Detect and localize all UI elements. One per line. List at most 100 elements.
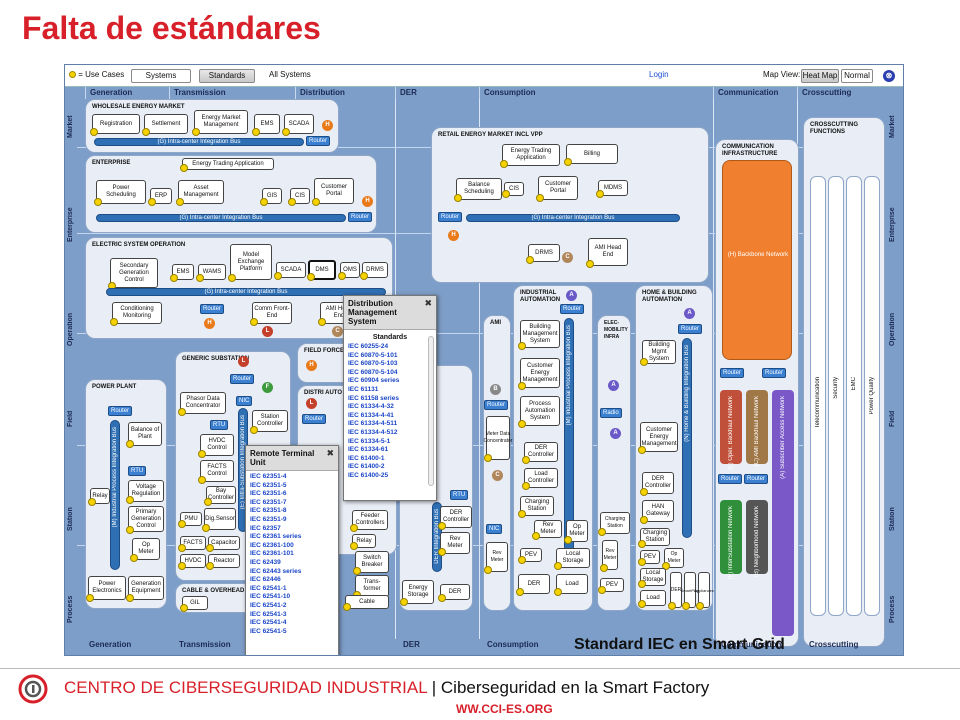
standard-link[interactable]: IEC 61334-5-1 [348,437,391,445]
system-scada[interactable]: SCADA [282,114,314,136]
integration-bus[interactable]: (G) Intra-center Integration Bus [94,138,304,146]
system-pev[interactable]: PEV [638,550,660,566]
router[interactable]: Router [762,368,787,378]
system-power-scheduling[interactable]: Power Scheduling [94,180,146,206]
standard-link[interactable]: IEC 61400-25 [348,471,389,479]
system-charging-station[interactable]: Charging Station [598,512,630,536]
system-power-electronics[interactable]: Power Electronics [86,576,126,602]
panel-retail-energy-market[interactable]: RETAIL ENERGY MARKET INCL VPP Energy Tra… [431,127,709,283]
backbone-network[interactable]: (H) Backbone Network [722,160,792,360]
panel-enterprise[interactable]: ENTERPRISE Energy Trading Application Po… [85,155,377,233]
system-wams[interactable]: WAMS [196,264,226,282]
system-rev-meter[interactable]: Rev Meter [532,520,562,540]
system-energy-market-management[interactable]: Energy Market Management [192,110,248,136]
router[interactable]: Router [306,136,331,146]
system-primary-generation-control[interactable]: Primary Generation Control [126,506,164,534]
integration-bus[interactable]: (M) Industrial Process Integration Bus [110,420,120,570]
rtu[interactable]: RTU [450,490,469,500]
standard-link[interactable]: IEC 61400-1 [348,454,385,462]
standard-link[interactable]: IEC 62351-5 [250,481,287,489]
system-load[interactable]: Load [554,574,588,596]
oper-backhaul-network[interactable]: (L) Oper. Backhaul Network [720,390,742,470]
radio[interactable]: Radio [600,408,622,418]
standard-link[interactable]: IEC 62541-10 [250,593,291,601]
system-oms[interactable]: OMS [338,262,360,280]
neighborhood-network[interactable]: (B) Neighborhood Network [746,500,768,577]
system-facts[interactable]: FACTS [178,536,206,552]
system-smartplug[interactable]: SmartPlug [681,572,699,610]
close-icon[interactable]: ⊗ [883,70,895,82]
standard-link[interactable]: IEC 61334-4-512 [348,428,398,436]
standard-link[interactable]: IEC 60904 series [348,377,400,385]
panel-electric-system-operation[interactable]: ELECTRIC SYSTEM OPERATION Secondary Gene… [85,237,393,339]
system-billing[interactable]: Billing [564,144,618,166]
scrollbar[interactable] [428,336,434,486]
panel-ami[interactable]: AMI B Router Meter Data Concentrator C N… [483,315,512,611]
panel-industrial-automation[interactable]: INDUSTRIAL AUTOMATION A Router (M) Indus… [513,285,593,611]
system-relay[interactable]: Relay [88,488,110,506]
panel-crosscutting-functions[interactable]: CROSSCUTTING FUNCTIONS Telecommunication… [803,117,885,647]
standards-button[interactable]: Standards [199,69,255,83]
system-station-controller[interactable]: Station Controller [250,410,288,434]
system-der[interactable]: DER [516,574,550,596]
system-scada[interactable]: SCADA [274,262,306,280]
crosscutting-power-quality[interactable]: Power Quality [864,176,880,616]
standard-link[interactable]: IEC 61334-61 [348,446,389,454]
system-gis[interactable]: GIS [260,188,282,206]
panel-wholesale-energy-market[interactable]: WHOLESALE ENERGY MARKET Registration Set… [85,99,339,153]
system-building-mgmt-system[interactable]: Building Mgmt System [640,340,676,366]
system-generation-equipment[interactable]: Generation Equipment [126,576,164,602]
system-ems[interactable]: EMS [252,114,280,136]
system-cis[interactable]: CIS [502,182,524,198]
crosscutting-telecommunication[interactable]: Telecommunication [810,176,826,616]
standard-link[interactable]: IEC 62541-5 [250,627,287,635]
system-relay[interactable]: Relay [350,534,376,550]
system-hvdc-control[interactable]: HVDC Control [198,434,234,458]
system-secondary-generation-control[interactable]: Secondary Generation Control [108,258,158,290]
router[interactable]: Router [302,414,327,424]
intersubstation-network[interactable]: (F) InterSubstation Network [720,500,742,579]
integration-bus[interactable]: (M) Industrial Process Integration Bus [564,318,574,552]
standard-link[interactable]: IEC 60870-5-101 [348,351,398,359]
system-bay-controller[interactable]: Bay Controller [204,486,236,506]
panel-power-plant[interactable]: POWER PLANT Router (M) Industrial Proces… [85,379,167,609]
system-balance-of-plant[interactable]: Balance of Plant [126,422,162,448]
standard-link[interactable]: IEC 61158 series [348,394,399,402]
system-registration[interactable]: Registration [90,114,140,136]
router[interactable]: Router [560,304,585,314]
system-der-controller[interactable]: DER Controller [438,506,472,530]
system-der-controller[interactable]: DER Controller [522,442,558,464]
integration-bus[interactable]: (N) Home & Building Integration Bus [682,338,692,538]
standard-link[interactable]: IEC 61131 [348,385,379,393]
system-customer-portal[interactable]: Customer Portal [312,178,354,206]
standard-link[interactable]: IEC 61334-4-32 [348,403,394,411]
system-switch-breaker[interactable]: Switch Breaker [353,551,389,575]
system-pev[interactable]: PEV [518,548,542,564]
system-op-meter[interactable]: Op Meter [662,548,684,570]
footer-url[interactable]: WW.CCI-ES.ORG [456,702,553,716]
system-local-storage[interactable]: Local Storage [638,568,666,588]
system-dms[interactable]: DMS [307,260,336,281]
system-conditioning-monitoring[interactable]: Conditioning Monitoring [110,302,162,326]
standard-link[interactable]: IEC 60870-5-103 [348,360,398,368]
system-op-meter[interactable]: Op Meter [130,538,160,562]
panel-communication-infrastructure[interactable]: COMMUNICATION INFRASTRUCTURE (H) Backbon… [715,139,799,647]
system-gil[interactable]: GIL [180,596,208,612]
router[interactable]: Router [230,374,255,384]
standard-link[interactable]: IEC 62361-100 [250,541,294,549]
standard-link[interactable]: IEC 62361-101 [250,550,294,558]
standard-link[interactable]: IEC 62541-1 [250,584,287,592]
system-drms[interactable]: DRMS [526,244,560,264]
system-voltage-regulation[interactable]: Voltage Regulation [126,480,164,504]
popup-distribution-management-system[interactable]: Distribution Management System ✖ Standar… [343,295,437,501]
system-han-gateway[interactable]: HAN Gateway [640,500,674,524]
system-appliances[interactable]: Appliances [694,572,714,610]
system-phasor-data-concentrator[interactable]: Phasor Data Concentrator [178,392,226,416]
router[interactable]: Router [678,324,703,334]
system-der[interactable]: DER [438,584,470,602]
system-local-storage[interactable]: Local Storage [554,548,590,570]
login-link[interactable]: Login [649,70,669,79]
standard-link[interactable]: IEC 62446 [250,576,281,584]
standard-link[interactable]: IEC 62357 [250,524,281,532]
